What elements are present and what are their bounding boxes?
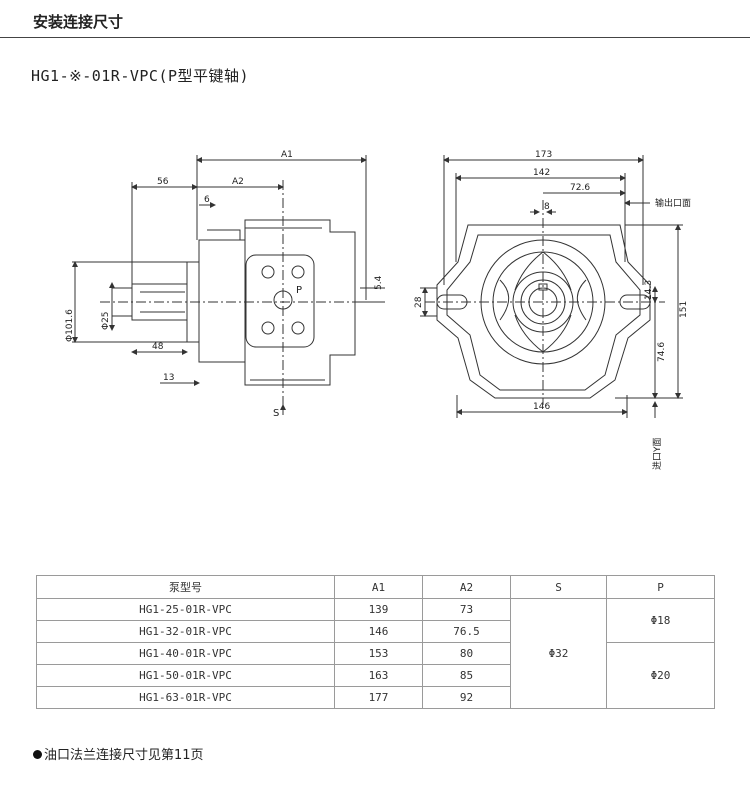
side-view bbox=[72, 155, 385, 415]
dim-72-6: 72.6 bbox=[570, 183, 590, 193]
table-row: HG1-32-01R-VPC 146 76.5 bbox=[36, 620, 715, 643]
inlet-face-label: 进口Y面 bbox=[652, 438, 663, 471]
model-cell: HG1-32-01R-VPC bbox=[36, 620, 335, 643]
pump-body bbox=[244, 219, 356, 386]
p-cell: Φ18 bbox=[606, 598, 715, 643]
header-cell: 泵型号 bbox=[36, 575, 335, 599]
port-bolt-hole bbox=[261, 321, 275, 335]
p-cell: Φ20 bbox=[606, 642, 715, 709]
dim-28: 28 bbox=[414, 296, 424, 308]
a2-cell: 85 bbox=[422, 664, 511, 687]
model-cell: HG1-50-01R-VPC bbox=[36, 664, 335, 687]
s-port-label: S bbox=[273, 408, 279, 419]
a1-cell: 153 bbox=[334, 642, 423, 665]
spec-table: 泵型号 A1 A2 S P HG1-25-01R-VPC 139 73 Φ32 … bbox=[36, 575, 715, 709]
dim-142: 142 bbox=[533, 168, 550, 178]
p-port-label: P bbox=[296, 285, 302, 296]
dim-13: 13 bbox=[163, 373, 174, 383]
header-divider bbox=[0, 37, 750, 38]
port-bolt-hole bbox=[261, 265, 275, 279]
header-cell: S bbox=[510, 575, 607, 599]
bullet-icon bbox=[33, 750, 42, 759]
installation-drawing: A1 56 A2 6 Φ101.6 Φ25 48 13 P 5.4 S bbox=[65, 150, 691, 471]
table-header-row: 泵型号 A1 A2 S P bbox=[36, 575, 715, 599]
dim-173: 173 bbox=[535, 150, 552, 160]
table-row: HG1-25-01R-VPC 139 73 Φ32 Φ18 bbox=[36, 598, 715, 709]
section-title: 安装连接尺寸 bbox=[33, 13, 124, 31]
front-flange-outline bbox=[436, 224, 651, 399]
model-title: HG1-※-01R-VPC(P型平键轴) bbox=[31, 67, 250, 85]
port-bolt-hole bbox=[291, 321, 305, 335]
footnote-text: 油口法兰连接尺寸见第11页 bbox=[44, 748, 204, 763]
page-header: 安装连接尺寸 bbox=[0, 0, 750, 40]
s-cell: Φ32 bbox=[510, 598, 607, 709]
table-row: HG1-63-01R-VPC 177 92 bbox=[36, 686, 715, 709]
dim-14-3: 14.3 bbox=[644, 280, 654, 300]
dim-a2: A2 bbox=[232, 177, 244, 187]
dim-74-6: 74.6 bbox=[657, 342, 667, 362]
dim-phi101: Φ101.6 bbox=[65, 309, 75, 342]
a2-cell: 80 bbox=[422, 642, 511, 665]
model-cell: HG1-40-01R-VPC bbox=[36, 642, 335, 665]
dim-8: 8 bbox=[544, 202, 550, 212]
dim-6: 6 bbox=[204, 195, 210, 205]
a2-cell: 76.5 bbox=[422, 620, 511, 643]
header-cell: A2 bbox=[422, 575, 511, 599]
dim-151: 151 bbox=[679, 301, 689, 318]
pump-front-body bbox=[198, 239, 246, 363]
table-row: HG1-40-01R-VPC 153 80 Φ20 bbox=[36, 642, 715, 709]
dim-146: 146 bbox=[533, 402, 550, 412]
a1-cell: 177 bbox=[334, 686, 423, 709]
header-cell: A1 bbox=[334, 575, 423, 599]
outlet-face-label: 输出口面 bbox=[655, 197, 691, 209]
port-bolt-hole bbox=[291, 265, 305, 279]
a1-cell: 139 bbox=[334, 598, 423, 621]
a2-cell: 73 bbox=[422, 598, 511, 621]
model-cell: HG1-63-01R-VPC bbox=[36, 686, 335, 709]
a2-cell: 92 bbox=[422, 686, 511, 709]
header-cell: P bbox=[606, 575, 715, 599]
footnote: 油口法兰连接尺寸见第11页 bbox=[33, 744, 204, 763]
table-row: HG1-50-01R-VPC 163 85 bbox=[36, 664, 715, 687]
dim-5-4: 5.4 bbox=[374, 275, 384, 290]
a1-cell: 146 bbox=[334, 620, 423, 643]
dim-phi25: Φ25 bbox=[101, 311, 111, 330]
dim-56: 56 bbox=[157, 177, 169, 187]
port-face bbox=[245, 254, 315, 348]
a1-cell: 163 bbox=[334, 664, 423, 687]
model-cell: HG1-25-01R-VPC bbox=[36, 598, 335, 621]
dim-48: 48 bbox=[152, 342, 164, 352]
dim-a1: A1 bbox=[281, 150, 293, 160]
front-view bbox=[420, 155, 683, 418]
